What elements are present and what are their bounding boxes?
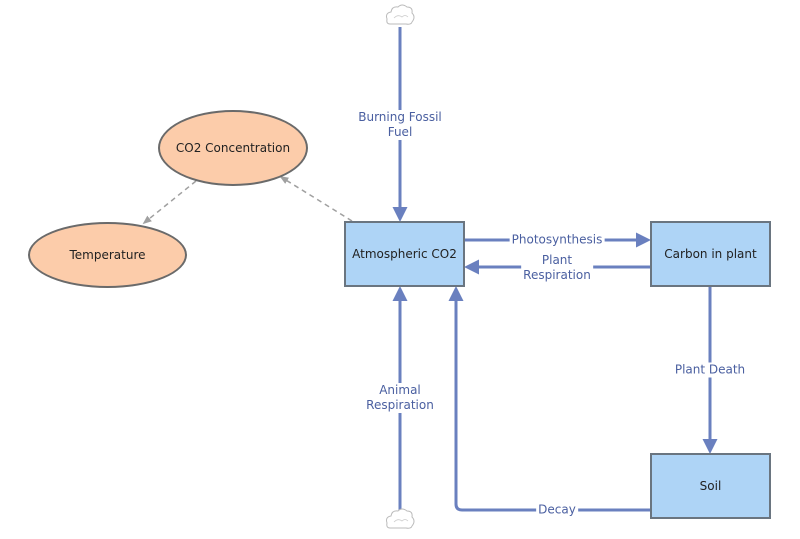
flow-label-decay: Decay [536, 502, 578, 518]
flow-label-plant-respiration: Plant Respiration [521, 253, 593, 283]
stock-atmospheric-co2[interactable]: Atmospheric CO2 [344, 221, 465, 287]
cloud-icon[interactable] [386, 4, 415, 25]
flow-label-plant-death: Plant Death [672, 362, 748, 378]
stock-label: Atmospheric CO2 [352, 247, 457, 261]
stock-soil[interactable]: Soil [650, 453, 771, 519]
flow-label-burning-fossil-fuel: Burning Fossil Fuel [356, 110, 444, 140]
stock-label: Soil [699, 479, 722, 493]
variable-temperature[interactable]: Temperature [28, 222, 187, 288]
link-atmospheric-to-concentration[interactable] [279, 176, 353, 222]
variable-label: CO2 Concentration [175, 141, 291, 155]
link-concentration-to-temperature[interactable] [142, 180, 197, 225]
cloud-icon[interactable] [386, 508, 415, 529]
stock-label: Carbon in plant [664, 247, 757, 261]
variable-label: Temperature [69, 248, 146, 262]
stock-carbon-in-plant[interactable]: Carbon in plant [650, 221, 771, 287]
flow-decay[interactable] [448, 286, 650, 512]
variable-co2-concentration[interactable]: CO2 Concentration [158, 110, 308, 186]
flow-label-animal-respiration: Animal Respiration [364, 383, 436, 413]
flow-label-photosynthesis: Photosynthesis [509, 232, 605, 248]
